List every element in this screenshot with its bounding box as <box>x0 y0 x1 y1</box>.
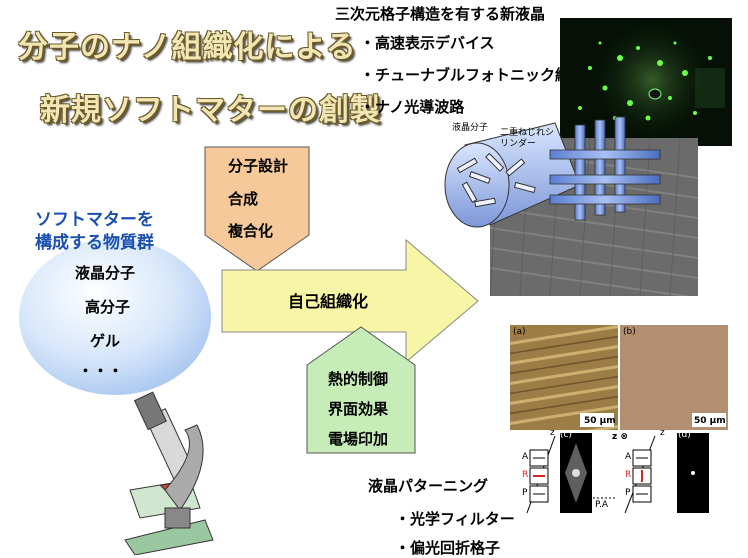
top-right-item-3: ・ナノ光導波路 <box>360 98 465 116</box>
circle-header-line-2: 構成する物質群 <box>35 233 154 253</box>
label-PA: P.A <box>595 500 609 510</box>
circle-header-line-1: ソフトマターを <box>35 210 154 230</box>
scale-bar-a: 50 μm <box>584 416 616 426</box>
z-cross-label: z ⊗ <box>612 432 628 442</box>
green-laser-image <box>560 18 732 146</box>
microscope-icon <box>124 391 214 555</box>
label-P2: P <box>625 488 631 498</box>
top-right-item-2: ・チューナブルフォトニック結晶 <box>360 66 586 84</box>
title-line-2: 新規ソフトマターの創製 <box>40 93 381 128</box>
process-item-composite: 複合化 <box>228 222 274 240</box>
self-assembly-label: 自己組織化 <box>288 292 369 311</box>
material-gel: ゲル <box>90 332 121 350</box>
lc-molecule-label: 液晶分子 <box>452 123 489 133</box>
material-etc: ・・・ <box>78 362 124 380</box>
top-process-box-shape <box>204 146 310 272</box>
process-item-molecular-design: 分子設計 <box>228 157 289 175</box>
label-a: (a) <box>513 327 526 337</box>
double-twist-cylinder-label: 二重ねじれシリンダー <box>500 128 555 149</box>
micrograph-a-texture <box>510 325 618 430</box>
patterning-item-optical-filter: ・光学フィルター <box>395 510 515 528</box>
label-c: (c) <box>560 430 572 440</box>
material-polymer: 高分子 <box>85 298 131 316</box>
control-item-field: 電場印加 <box>328 430 389 448</box>
self-assembly-arrow <box>221 238 479 364</box>
title-line-1: 分子のナノ組織化による <box>18 30 357 65</box>
label-b: (b) <box>623 327 636 337</box>
bottom-process-box-shape <box>306 326 416 454</box>
optics-diagrams <box>526 433 709 514</box>
label-A1: A <box>522 452 529 462</box>
patterning-item-grating: ・偏光回折格子 <box>395 539 501 557</box>
scale-bar-b: 50 μm <box>694 416 726 426</box>
label-P1: P <box>522 488 528 498</box>
patterning-heading: 液晶パターニング <box>368 477 489 495</box>
label-A2: A <box>625 452 632 462</box>
double-twist-cylinder-diagram <box>444 116 661 228</box>
material-liquid-crystal: 液晶分子 <box>75 264 136 282</box>
label-R1: R <box>522 470 529 480</box>
z-axis-label-2: z <box>660 428 665 438</box>
z-axis-label-1: z <box>550 428 555 438</box>
control-item-interface: 界面効果 <box>328 400 389 418</box>
photonic-crystal-photo <box>560 18 732 146</box>
micrograph-a <box>510 325 618 430</box>
label-d: (d) <box>678 430 691 440</box>
top-right-item-1: ・高速表示デバイス <box>360 34 495 52</box>
lattice-micrograph <box>490 138 698 296</box>
process-item-synthesis: 合成 <box>228 190 259 208</box>
top-right-heading: 三次元格子構造を有する新液晶 <box>335 5 546 23</box>
micrograph-b <box>620 325 728 430</box>
label-R2: R <box>625 470 632 480</box>
micrograph-b-texture <box>620 325 728 430</box>
soft-matter-circle <box>19 239 211 395</box>
control-item-thermal: 熱的制御 <box>328 370 389 388</box>
